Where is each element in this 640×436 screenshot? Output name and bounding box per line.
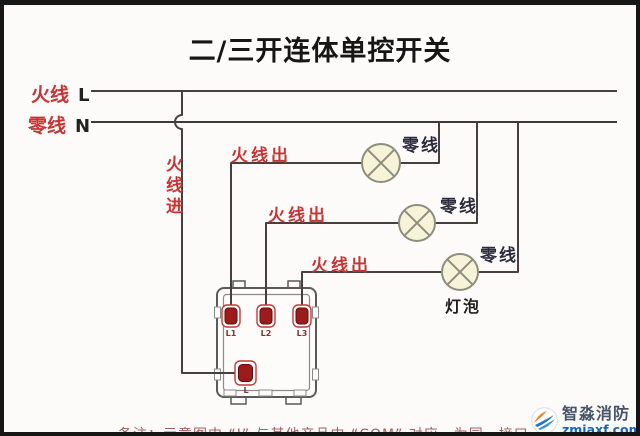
live-out-label-3: 火线出 bbox=[311, 256, 371, 276]
live-out-wire-3 bbox=[301, 271, 442, 309]
bulb-label: 灯泡 bbox=[445, 297, 482, 316]
box-notch bbox=[214, 368, 221, 381]
watermark-text: 智淼消防 zmjaxf.com bbox=[562, 404, 640, 436]
terminal-label-l2: L2 bbox=[260, 329, 272, 338]
wires bbox=[91, 90, 617, 374]
watermark-brand: 智淼消防 bbox=[562, 404, 631, 423]
note-text: 备注：示意图中 “L” 与其他产品中 “COM” 对应，为同一接口 bbox=[118, 427, 529, 436]
neutral-bus-label: 零线 N bbox=[28, 111, 90, 138]
terminal-label-com: L bbox=[243, 386, 249, 395]
live-in-label: 火线进 bbox=[162, 155, 182, 218]
watermark-domain: zmjaxf.com bbox=[562, 421, 640, 436]
terminal-l2 bbox=[256, 304, 276, 328]
box-slot bbox=[223, 389, 237, 397]
box-notch bbox=[214, 306, 221, 319]
live-bus-letter: L bbox=[78, 85, 90, 106]
live-out-label-1: 火线出 bbox=[231, 146, 291, 166]
page-title: 二/三开连体单控开关 bbox=[188, 36, 452, 67]
live-out-wire-2 bbox=[265, 222, 399, 309]
neutral-bus-letter: N bbox=[75, 116, 91, 137]
lamps bbox=[361, 143, 479, 291]
brand-logo-icon bbox=[531, 407, 558, 432]
live-bus-label-cn: 火线 bbox=[31, 84, 70, 106]
terminal-l1 bbox=[221, 304, 241, 328]
live-out-wire-1 bbox=[230, 162, 362, 309]
terminal-l3 bbox=[292, 304, 312, 328]
lamp-icon-1 bbox=[361, 143, 401, 183]
box-slot bbox=[258, 389, 273, 397]
lamp-icon-3 bbox=[441, 253, 479, 291]
neutral-bus-label-cn: 零线 bbox=[28, 115, 67, 137]
neutral-wire-2 bbox=[435, 123, 478, 224]
live-in-wire bbox=[174, 91, 244, 374]
box-notch bbox=[312, 306, 319, 319]
neutral-wire-1 bbox=[400, 123, 440, 164]
terminal-label-l1: L1 bbox=[225, 329, 237, 338]
neutral-wire-3 bbox=[478, 123, 519, 273]
neutral-label-3: 零线 bbox=[480, 246, 518, 266]
terminal-com bbox=[234, 360, 257, 386]
terminal-label-l3: L3 bbox=[296, 329, 308, 338]
neutral-label-2: 零线 bbox=[440, 197, 478, 217]
live-bus-label: 火线 L bbox=[31, 80, 90, 107]
live-out-label-2: 火线出 bbox=[268, 206, 328, 226]
box-slot bbox=[293, 389, 307, 397]
terminals bbox=[221, 304, 312, 386]
watermark-logo: 智淼消防 zmjaxf.com bbox=[531, 404, 640, 436]
lamp-icon-2 bbox=[398, 204, 436, 242]
box-notch bbox=[312, 368, 319, 381]
neutral-label-1: 零线 bbox=[402, 136, 440, 156]
wiring-diagram bbox=[91, 90, 617, 405]
